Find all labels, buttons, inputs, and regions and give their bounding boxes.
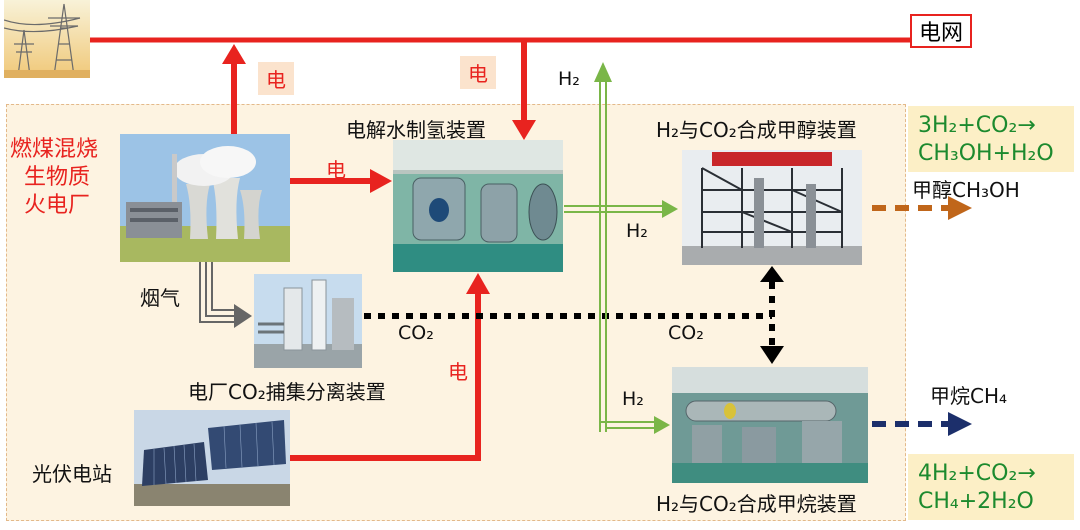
methane-plant-image — [672, 367, 868, 483]
plant-label: 燃煤混烧 生物质 火电厂 — [10, 136, 98, 220]
h2-label-2: H₂ — [626, 220, 648, 242]
pv-station-label: 光伏电站 — [32, 462, 112, 486]
methanol-plant-label: H₂与CO₂合成甲醇装置 — [656, 118, 857, 142]
co2-capture-image — [254, 274, 362, 368]
methanol-equation-box: 3H₂+CO₂→ CH₃OH+H₂O — [908, 106, 1074, 172]
pv-to-electrolysis-arrowhead — [466, 273, 490, 294]
electricity-label-1: 电 — [266, 68, 286, 92]
methane-output-arrowhead — [948, 412, 972, 436]
methane-product-label: 甲烷CH₄ — [930, 384, 1008, 408]
coal-power-plant-image — [120, 134, 290, 262]
electricity-label-2: 电 — [468, 62, 488, 86]
electrolysis-label: 电解水制氢装置 — [346, 118, 486, 142]
h2-label-3: H₂ — [622, 388, 644, 410]
capture-label: 电厂CO₂捕集分离装置 — [188, 380, 386, 404]
power-pylon-image — [4, 0, 90, 78]
methanol-equation-line2: CH₃OH+H₂O — [918, 141, 1054, 166]
plant-label-line1: 燃煤混烧 — [10, 137, 99, 162]
grid-label-box: 电网 — [910, 14, 972, 48]
electricity-label-4: 电 — [448, 360, 468, 384]
electricity-tag-2: 电 — [460, 56, 496, 89]
flue-gas-arrow — [199, 262, 252, 328]
co2-label-2: CO₂ — [668, 322, 704, 344]
grid-label: 电网 — [918, 21, 963, 46]
methanol-equation-line1: 3H₂+CO₂→ — [918, 113, 1036, 138]
electrolysis-image — [393, 140, 563, 272]
h2-label-1: H₂ — [558, 68, 580, 90]
electricity-label-3: 电 — [326, 158, 346, 182]
electricity-tag-1: 电 — [258, 62, 294, 95]
plant-label-line3: 火电厂 — [24, 193, 91, 218]
pv-to-electrolysis-line — [290, 292, 481, 461]
methane-equation-line2: CH₄+2H₂O — [918, 489, 1034, 514]
h2-arrow-methanol — [564, 200, 678, 218]
plant-label-line2: 生物质 — [24, 165, 91, 190]
h2-arrow-methane — [600, 416, 670, 434]
co2-label-1: CO₂ — [398, 322, 434, 344]
methane-equation-line1: 4H₂+CO₂→ — [918, 461, 1036, 486]
grid-to-electrolysis-arrowhead — [512, 120, 536, 140]
co2-down-arrowhead — [760, 346, 784, 364]
plant-to-electrolysis-arrowhead — [370, 169, 392, 193]
plant-to-grid-arrowhead — [222, 44, 246, 64]
pv-station-image — [134, 410, 290, 506]
methanol-product-label: 甲醇CH₃OH — [912, 178, 1020, 202]
h2-arrow-grid — [594, 62, 612, 432]
methanol-plant-image — [682, 150, 862, 265]
methanol-output-arrowhead — [948, 196, 972, 220]
methane-plant-label: H₂与CO₂合成甲烷装置 — [656, 492, 857, 516]
flue-gas-label: 烟气 — [140, 286, 180, 310]
methane-equation-box: 4H₂+CO₂→ CH₄+2H₂O — [908, 454, 1074, 520]
co2-up-arrowhead — [760, 266, 784, 282]
